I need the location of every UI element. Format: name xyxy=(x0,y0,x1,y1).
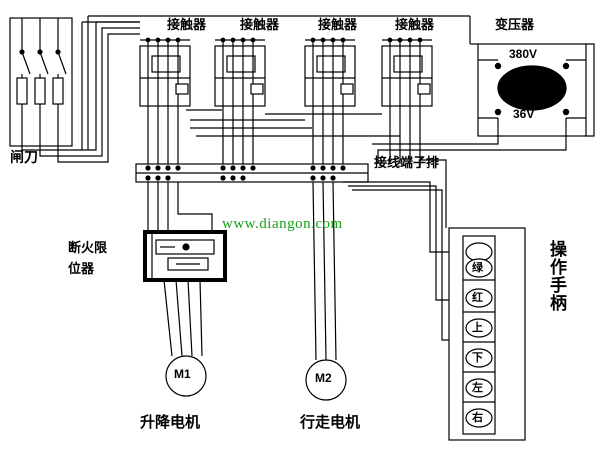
contactor-symbol-2 xyxy=(214,37,266,107)
handle-button-left[interactable]: 左 xyxy=(472,382,483,394)
label-limit-switch-line2: 位器 xyxy=(68,261,95,276)
label-handle: 操作手柄 xyxy=(547,240,567,312)
transformer-symbol xyxy=(469,16,595,137)
label-contactor-1: 接触器 xyxy=(167,17,207,32)
limit-switch-symbol xyxy=(143,230,227,282)
label-motor-1-caption: 升降电机 xyxy=(140,414,201,431)
contactor-symbol-1 xyxy=(139,37,191,107)
label-knife-switch: 闸刀 xyxy=(10,149,38,165)
supply-bus xyxy=(21,15,470,163)
label-limit-switch-line1: 断火限 xyxy=(68,240,108,255)
handle-button-green[interactable]: 绿 xyxy=(472,262,483,274)
terminal-block-symbol xyxy=(135,163,369,183)
transformer-feed-wires xyxy=(372,118,567,164)
contactor-symbol-3 xyxy=(304,37,356,107)
label-motor-1: M1 xyxy=(174,367,191,381)
handle-button-right[interactable]: 右 xyxy=(472,412,483,424)
motor-1-symbol xyxy=(163,279,207,397)
contactor-symbol-4 xyxy=(381,37,433,107)
handle-wires xyxy=(343,159,449,341)
label-motor-2-caption: 行走电机 xyxy=(300,414,361,431)
label-transformer: 变压器 xyxy=(495,17,535,32)
label-transformer-primary: 380V xyxy=(509,47,538,61)
contactor-drops xyxy=(147,106,421,168)
limit-switch-wires xyxy=(147,182,213,232)
interconnect-wires xyxy=(186,109,400,137)
label-contactor-4: 接触器 xyxy=(395,17,435,32)
handle-button-down[interactable]: 下 xyxy=(472,352,483,364)
label-contactor-3: 接触器 xyxy=(318,17,358,32)
label-contactor-2: 接触器 xyxy=(240,17,280,32)
knife-switch-symbol xyxy=(9,17,73,147)
label-terminal-block: 接线端子排 xyxy=(374,155,440,170)
label-transformer-secondary: 36V xyxy=(513,107,535,121)
watermark-text: www.diangon.com xyxy=(222,216,343,232)
handle-button-red[interactable]: 红 xyxy=(472,292,483,304)
handle-panel xyxy=(448,227,526,441)
handle-button-up[interactable]: 上 xyxy=(472,322,483,334)
motor-2-symbol xyxy=(305,181,347,401)
label-motor-2: M2 xyxy=(315,371,332,385)
